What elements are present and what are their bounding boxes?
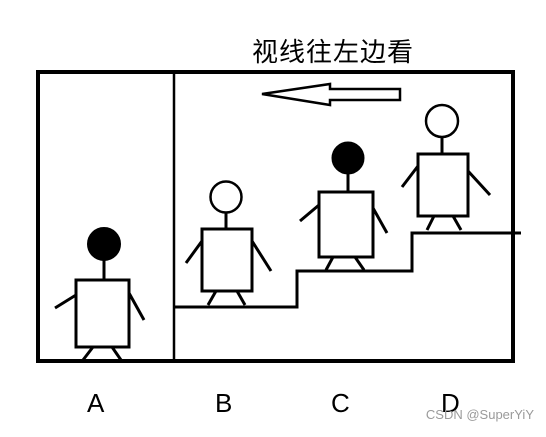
person-c xyxy=(299,141,389,271)
person-a-body xyxy=(74,278,131,349)
label-a: A xyxy=(87,388,105,418)
person-b-head xyxy=(209,180,243,214)
staircase xyxy=(174,231,521,309)
person-d xyxy=(400,103,492,231)
label-d: D xyxy=(441,388,460,418)
gaze-arrow xyxy=(261,82,402,107)
person-c-body xyxy=(317,190,375,259)
person-a xyxy=(54,227,146,361)
gaze-caption: 视线往左边看 xyxy=(252,38,415,68)
outer-frame xyxy=(36,70,515,363)
person-b xyxy=(184,180,273,306)
person-d-body xyxy=(416,152,470,218)
person-d-head xyxy=(424,103,460,139)
label-c: C xyxy=(331,388,350,418)
person-c-head xyxy=(331,141,365,175)
person-b-body xyxy=(200,227,254,293)
label-b: B xyxy=(215,388,233,418)
person-a-head xyxy=(87,227,121,261)
watermark: CSDN @SuperYiY xyxy=(425,407,534,422)
